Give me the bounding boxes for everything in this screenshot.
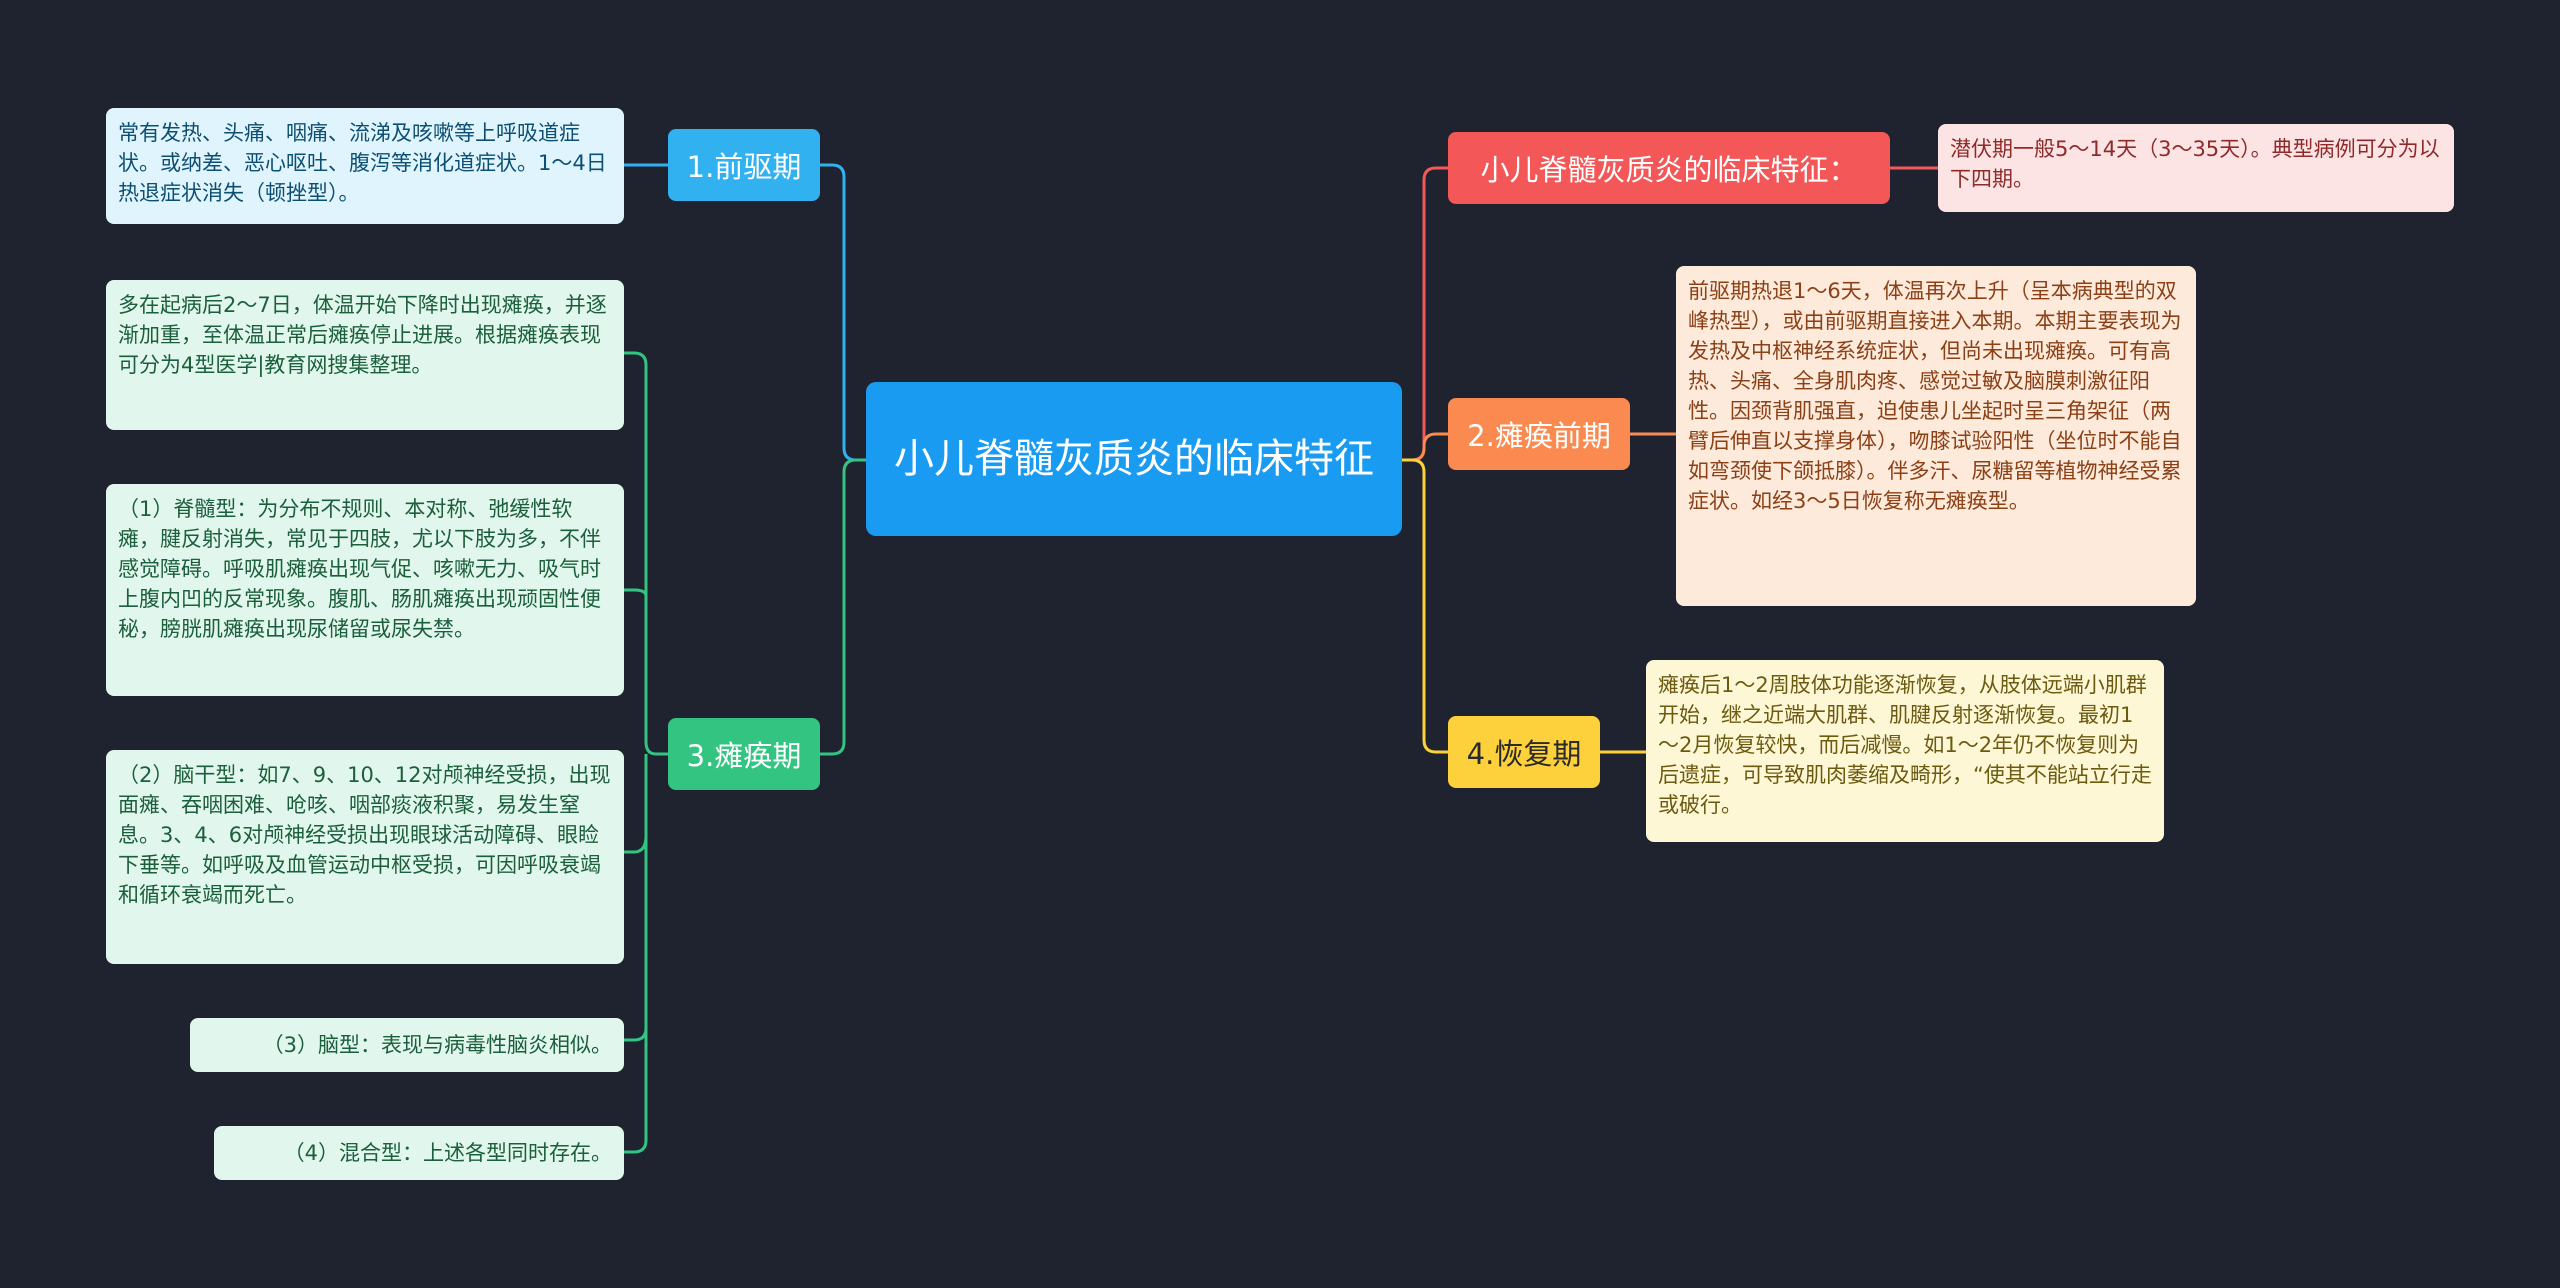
leaf-prodromal-detail[interactable]: 常有发热、头痛、咽痛、流涕及咳嗽等上呼吸道症状。或纳差、恶心呕吐、腹泻等消化道症… <box>106 108 624 224</box>
link-paralytic-d5 <box>624 1028 648 1154</box>
root-topic[interactable]: 小儿脊髓灰质炎的临床特征 <box>866 382 1402 536</box>
leaf-paralytic-pre-text: 前驱期热退1～6天，体温再次上升（呈本病典型的双峰热型），或由前驱期直接进入本期… <box>1688 279 2182 513</box>
link-paralytic-d4 <box>624 754 648 1042</box>
branch-paralytic[interactable]: 3.瘫痪期 <box>668 718 820 790</box>
leaf-recovery-detail[interactable]: 瘫痪后1～2周肢体功能逐渐恢复，从肢体远端小肌群开始，继之近端大肌群、肌腱反射逐… <box>1646 660 2164 842</box>
branch-paralytic-pre-label: 2.瘫痪前期 <box>1467 419 1611 453</box>
leaf-paralytic-text-5: （4）混合型：上述各型同时存在。 <box>283 1141 612 1165</box>
leaf-intro-detail[interactable]: 潜伏期一般5～14天（3～35天）。典型病例可分为以下四期。 <box>1938 124 2454 212</box>
leaf-recovery-text: 瘫痪后1～2周肢体功能逐渐恢复，从肢体远端小肌群开始，继之近端大肌群、肌腱反射逐… <box>1658 673 2152 817</box>
leaf-paralytic-pre-detail[interactable]: 前驱期热退1～6天，体温再次上升（呈本病典型的双峰热型），或由前驱期直接进入本期… <box>1676 266 2196 606</box>
leaf-paralytic-text-1: 多在起病后2～7日，体温开始下降时出现瘫痪，并逐渐加重，至体温正常后瘫痪停止进展… <box>118 293 607 377</box>
link-root-recovery <box>1402 458 1448 754</box>
branch-recovery-label: 4.恢复期 <box>1466 737 1582 771</box>
link-root-paralytic <box>820 458 866 756</box>
branch-prodromal-label: 1.前驱期 <box>686 150 802 184</box>
leaf-paralytic-text-3: （2）脑干型：如7、9、10、12对颅神经受损，出现面瘫、吞咽困难、呛咳、咽部痰… <box>118 763 611 907</box>
leaf-paralytic-detail-4[interactable]: （3）脑型：表现与病毒性脑炎相似。 <box>190 1018 624 1072</box>
leaf-paralytic-detail-5[interactable]: （4）混合型：上述各型同时存在。 <box>214 1126 624 1180</box>
branch-intro[interactable]: 小儿脊髓灰质炎的临床特征： <box>1448 132 1890 204</box>
root-topic-label: 小儿脊髓灰质炎的临床特征 <box>894 436 1374 482</box>
link-paralytic-d2 <box>624 588 648 597</box>
leaf-paralytic-text-2: （1）脊髓型：为分布不规则、本对称、弛缓性软瘫，腱反射消失，常见于四肢，尤以下肢… <box>118 497 601 641</box>
branch-intro-label: 小儿脊髓灰质炎的临床特征： <box>1480 153 1858 187</box>
link-paralytic-d3 <box>624 835 648 854</box>
branch-recovery[interactable]: 4.恢复期 <box>1448 716 1600 788</box>
leaf-paralytic-text-4: （3）脑型：表现与病毒性脑炎相似。 <box>262 1033 612 1057</box>
link-root-paralytic-pre <box>1402 432 1448 462</box>
branch-paralytic-pre[interactable]: 2.瘫痪前期 <box>1448 398 1630 470</box>
branch-paralytic-label: 3.瘫痪期 <box>686 739 802 773</box>
leaf-paralytic-detail-2[interactable]: （1）脊髓型：为分布不规则、本对称、弛缓性软瘫，腱反射消失，常见于四肢，尤以下肢… <box>106 484 624 696</box>
link-paralytic-trunk <box>624 351 668 756</box>
leaf-prodromal-text: 常有发热、头痛、咽痛、流涕及咳嗽等上呼吸道症状。或纳差、恶心呕吐、腹泻等消化道症… <box>118 121 607 205</box>
link-root-intro <box>1402 166 1448 462</box>
leaf-paralytic-detail-3[interactable]: （2）脑干型：如7、9、10、12对颅神经受损，出现面瘫、吞咽困难、呛咳、咽部痰… <box>106 750 624 964</box>
leaf-paralytic-detail-1[interactable]: 多在起病后2～7日，体温开始下降时出现瘫痪，并逐渐加重，至体温正常后瘫痪停止进展… <box>106 280 624 430</box>
leaf-intro-text: 潜伏期一般5～14天（3～35天）。典型病例可分为以下四期。 <box>1950 137 2440 191</box>
branch-prodromal[interactable]: 1.前驱期 <box>668 129 820 201</box>
link-root-prodromal <box>820 163 866 462</box>
